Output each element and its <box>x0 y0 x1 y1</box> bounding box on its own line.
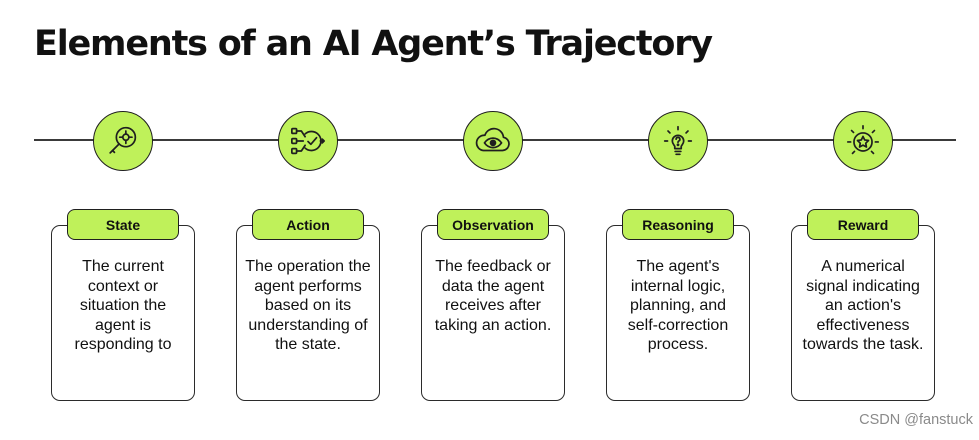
reward-description: A numerical signal indicating an action'… <box>802 258 924 353</box>
action-label: Action <box>252 209 364 240</box>
step-reward: A numerical signal indicating an action'… <box>791 0 937 440</box>
reasoning-label: Reasoning <box>622 209 734 240</box>
reward-card: A numerical signal indicating an action'… <box>791 225 935 401</box>
cloud-eye-icon <box>463 111 523 171</box>
process-flow-icon <box>278 111 338 171</box>
page-title: Elements of an AI Agent’s Trajectory <box>34 24 713 64</box>
reward-label: Reward <box>807 209 919 240</box>
observation-card: The feedback or data the agent receives … <box>421 225 565 401</box>
step-state: The current context or situation the age… <box>51 0 197 440</box>
step-reasoning: The agent's internal logic, planning, an… <box>606 0 752 440</box>
state-label: State <box>67 209 179 240</box>
magnifier-target-icon <box>93 111 153 171</box>
action-card: The operation the agent performs based o… <box>236 225 380 401</box>
action-description: The operation the agent performs based o… <box>245 258 371 353</box>
reasoning-card: The agent's internal logic, planning, an… <box>606 225 750 401</box>
observation-label: Observation <box>437 209 549 240</box>
star-burst-icon <box>833 111 893 171</box>
step-observation: The feedback or data the agent receives … <box>421 0 567 440</box>
observation-description: The feedback or data the agent receives … <box>434 258 552 334</box>
watermark: CSDN @fanstuck <box>859 412 973 428</box>
lightbulb-question-icon <box>648 111 708 171</box>
step-action: The operation the agent performs based o… <box>236 0 382 440</box>
state-card: The current context or situation the age… <box>51 225 195 401</box>
state-description: The current context or situation the age… <box>74 258 172 353</box>
reasoning-description: The agent's internal logic, planning, an… <box>627 258 729 353</box>
